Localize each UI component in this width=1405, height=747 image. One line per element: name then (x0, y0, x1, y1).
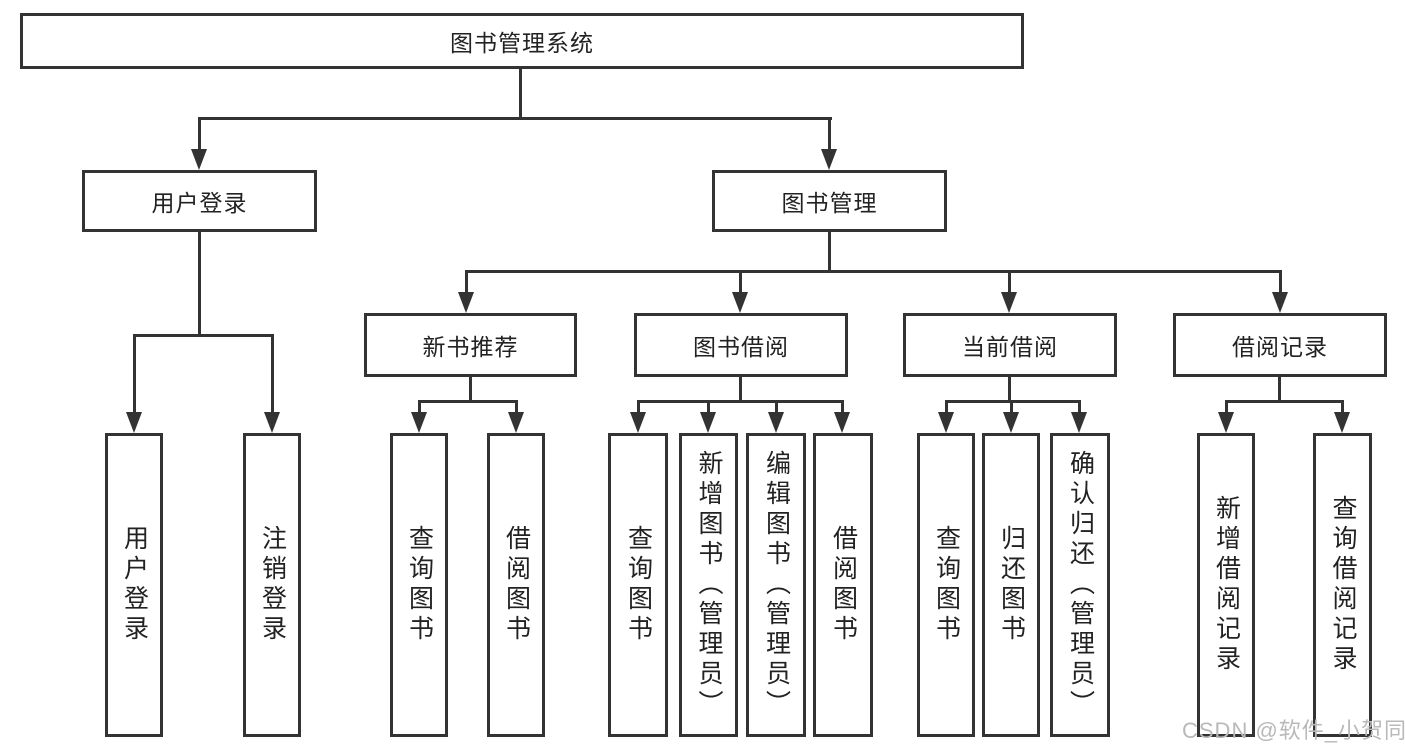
arrow-to-recommend (458, 292, 474, 313)
leaf-confirm-return-admin-label: 确认归还（管理员） (1066, 450, 1095, 720)
leaf-recommend-query-books-label: 查询图书 (405, 525, 434, 645)
arrow-current-return (1003, 412, 1019, 433)
arrow-to-leaf-login (126, 412, 142, 433)
connector-current-rail (945, 400, 1081, 403)
connector-user-login-rail (133, 334, 274, 337)
node-new-book-recommend: 新书推荐 (364, 313, 577, 377)
node-book-borrow: 图书借阅 (634, 313, 848, 377)
leaf-borrow-query-books: 查询图书 (608, 433, 668, 737)
leaf-borrow-books-label: 借阅图书 (829, 525, 858, 645)
connector-to-leaf-logout-stem (271, 334, 274, 413)
connector-records-rail (1225, 400, 1344, 403)
node-root: 图书管理系统 (20, 13, 1024, 69)
arrow-to-borrow (732, 292, 748, 313)
connector-book-mgmt-rail (465, 270, 1282, 273)
connector-to-recommend-stem (465, 270, 468, 293)
leaf-logout: 注销登录 (243, 433, 301, 737)
arrow-to-records (1272, 292, 1288, 313)
arrow-borrow-add (700, 412, 716, 433)
leaf-recommend-borrow-books-label: 借阅图书 (502, 525, 531, 645)
node-borrow-records: 借阅记录 (1173, 313, 1387, 377)
leaf-user-login-label: 用户登录 (120, 525, 149, 645)
connector-records-stem (1278, 377, 1281, 403)
arrow-to-current (1001, 292, 1017, 313)
connector-recommend-rail (418, 400, 518, 403)
connector-records-l-stem (1225, 400, 1228, 414)
arrow-to-leaf-logout (264, 412, 280, 433)
connector-to-user-login-stem (198, 117, 201, 152)
connector-user-login-stem (198, 232, 201, 337)
arrow-current-query (938, 412, 954, 433)
arrow-recommend-query (411, 412, 427, 433)
connector-current-3-stem (1078, 400, 1081, 414)
arrow-borrow-borrow (834, 412, 850, 433)
connector-borrow-3-stem (775, 400, 778, 414)
node-book-management-label: 图书管理 (781, 190, 878, 216)
connector-borrow-2-stem (707, 400, 710, 414)
connector-borrow-rail (637, 400, 844, 403)
leaf-logout-label: 注销登录 (258, 525, 287, 645)
connector-current-2-stem (1010, 400, 1013, 414)
connector-current-1-stem (945, 400, 948, 414)
connector-root-stem (519, 69, 522, 120)
leaf-user-login: 用户登录 (105, 433, 163, 737)
connector-to-borrow-stem (739, 270, 742, 293)
node-book-borrow-label: 图书借阅 (693, 334, 789, 360)
node-new-book-recommend-label: 新书推荐 (422, 334, 519, 360)
leaf-recommend-query-books: 查询图书 (390, 433, 448, 737)
connector-to-records-stem (1279, 270, 1282, 293)
leaf-current-query-books: 查询图书 (917, 433, 975, 737)
arrow-borrow-edit (768, 412, 784, 433)
leaf-add-books-admin: 新增图书（管理员） (679, 433, 738, 737)
connector-recommend-l-stem (418, 400, 421, 414)
leaf-edit-books-admin: 编辑图书（管理员） (746, 433, 806, 737)
node-book-management: 图书管理 (712, 170, 947, 232)
arrow-to-user-login (191, 149, 207, 170)
leaf-edit-books-admin-label: 编辑图书（管理员） (762, 450, 791, 720)
arrow-borrow-query (630, 412, 646, 433)
node-root-label: 图书管理系统 (450, 30, 594, 56)
node-user-login-branch-label: 用户登录 (151, 190, 248, 216)
connector-book-mgmt-stem (828, 232, 831, 273)
leaf-return-books: 归还图书 (982, 433, 1040, 737)
leaf-query-borrow-record-label: 查询借阅记录 (1329, 495, 1357, 675)
arrow-current-confirm (1071, 412, 1087, 433)
arrow-recommend-borrow (508, 412, 524, 433)
connector-current-stem (1008, 377, 1011, 403)
node-user-login-branch: 用户登录 (82, 170, 317, 232)
connector-recommend-stem (469, 377, 472, 403)
leaf-current-query-books-label: 查询图书 (932, 525, 961, 645)
leaf-add-books-admin-label: 新增图书（管理员） (695, 450, 723, 720)
arrow-records-add (1218, 412, 1234, 433)
connector-borrow-4-stem (841, 400, 844, 414)
node-current-borrow-label: 当前借阅 (962, 334, 1058, 360)
leaf-add-borrow-record-label: 新增借阅记录 (1212, 495, 1241, 675)
connector-borrow-stem (739, 377, 742, 403)
leaf-borrow-query-books-label: 查询图书 (624, 525, 653, 645)
connector-to-leaf-login-stem (133, 334, 136, 413)
arrow-to-book-mgmt (821, 149, 837, 170)
leaf-query-borrow-record: 查询借阅记录 (1313, 433, 1372, 737)
connector-records-r-stem (1341, 400, 1344, 414)
arrow-records-query (1334, 412, 1350, 433)
node-current-borrow: 当前借阅 (903, 313, 1117, 377)
leaf-recommend-borrow-books: 借阅图书 (487, 433, 545, 737)
leaf-add-borrow-record: 新增借阅记录 (1197, 433, 1255, 737)
connector-to-current-stem (1008, 270, 1011, 293)
leaf-confirm-return-admin: 确认归还（管理员） (1050, 433, 1110, 737)
connector-borrow-1-stem (637, 400, 640, 414)
connector-to-book-mgmt-stem (828, 117, 831, 152)
leaf-borrow-books: 借阅图书 (813, 433, 873, 737)
connector-recommend-r-stem (515, 400, 518, 414)
node-borrow-records-label: 借阅记录 (1232, 334, 1328, 360)
connector-root-rail (198, 117, 832, 120)
leaf-return-books-label: 归还图书 (997, 525, 1026, 645)
csdn-watermark: CSDN @软件_小贺同学 (1182, 718, 1405, 743)
